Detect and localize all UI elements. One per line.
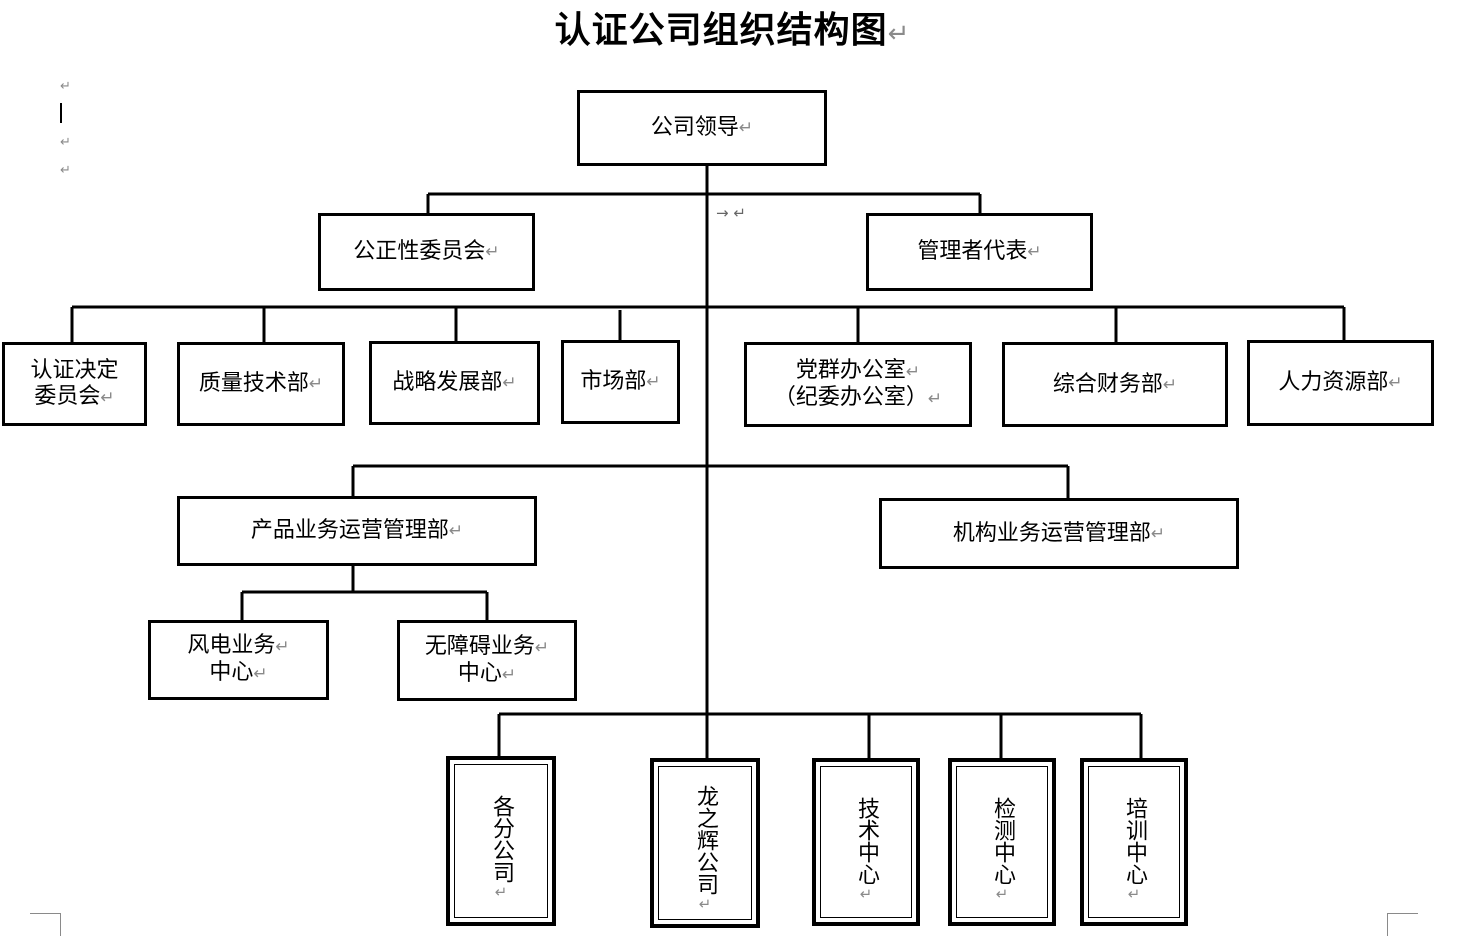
node-impartiality-committee: 公正性委员会↵: [318, 213, 535, 291]
node-company-leader: 公司领导↵: [577, 90, 827, 166]
tab-mark-icon: → ↵: [716, 204, 746, 222]
node-market-dept: 市场部↵: [561, 340, 680, 424]
node-management-representative: 管理者代表↵: [866, 213, 1093, 291]
text-cursor[interactable]: [60, 103, 62, 123]
node-party-office: 党群办公室↵（纪委办公室）↵: [744, 342, 972, 427]
paragraph-mark-icon: ↵: [60, 163, 71, 178]
node-testing-center: 检测中心↵: [948, 758, 1056, 926]
node-training-center: 培训中心↵: [1080, 758, 1188, 926]
page-corner-mark: [30, 913, 61, 936]
page-title: 认证公司组织结构图↵: [554, 9, 911, 51]
node-longzhihui-company: 龙之辉公司↵: [650, 758, 760, 928]
node-finance-dept: 综合财务部↵: [1002, 342, 1228, 427]
node-accessibility-center: 无障碍业务↵中心↵: [397, 620, 577, 701]
paragraph-mark-icon: ↵: [887, 19, 911, 49]
node-quality-technology-dept: 质量技术部↵: [177, 342, 345, 426]
node-strategy-development-dept: 战略发展部↵: [369, 341, 540, 425]
node-wind-power-center: 风电业务↵中心↵: [148, 620, 329, 700]
paragraph-mark-icon: ↵: [60, 79, 71, 94]
page-corner-mark: [1387, 913, 1418, 936]
node-technology-center: 技术中心↵: [812, 758, 920, 926]
node-institution-ops-dept: 机构业务运营管理部↵: [879, 498, 1239, 569]
node-hr-dept: 人力资源部↵: [1247, 340, 1434, 426]
node-certification-decision-committee: 认证决定委员会↵: [2, 342, 147, 426]
node-product-ops-dept: 产品业务运营管理部↵: [177, 496, 537, 566]
paragraph-mark-icon: ↵: [60, 135, 71, 150]
node-branch-companies: 各分公司↵: [446, 756, 556, 926]
